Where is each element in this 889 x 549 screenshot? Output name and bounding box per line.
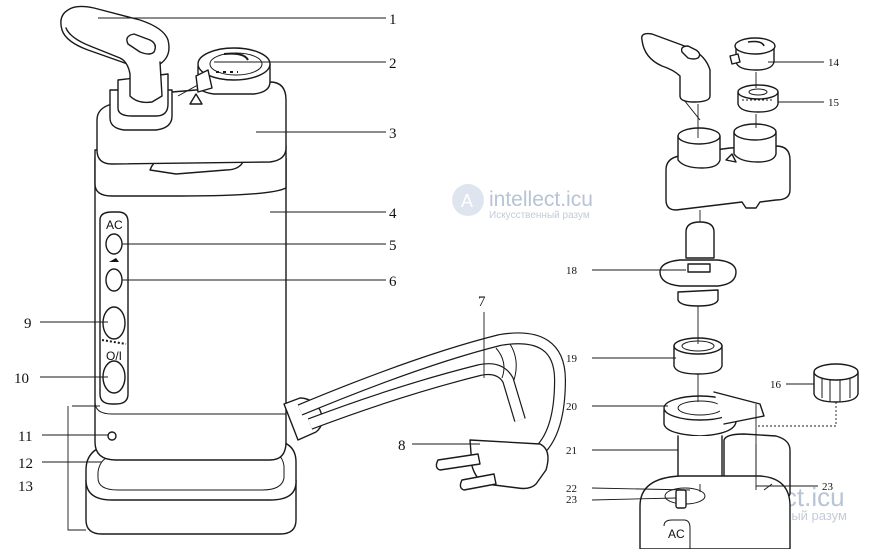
callout-6: 6 <box>389 274 397 290</box>
part-cap-exploded <box>729 37 776 71</box>
part-filter-16 <box>813 363 859 403</box>
svg-text:A: A <box>461 191 473 211</box>
assembly-guides <box>697 72 837 492</box>
large-button[interactable] <box>102 306 126 340</box>
watermark-top: A intellect.icu Искусственный разум <box>452 184 593 221</box>
part-top-housing-exploded <box>665 99 791 211</box>
svg-text:AC: AC <box>668 527 685 541</box>
callout-14: 14 <box>828 57 840 69</box>
callout-5: 5 <box>389 238 397 254</box>
callout-numbers: 1 2 3 4 5 6 7 8 9 10 11 12 13 14 15 16 1… <box>14 12 840 506</box>
callout-11: 11 <box>18 429 32 445</box>
callout-4: 4 <box>389 206 397 222</box>
indicator-light <box>107 431 117 441</box>
callout-2: 2 <box>389 56 397 72</box>
callout-22: 22 <box>566 483 577 495</box>
callout-19: 19 <box>566 353 578 365</box>
svg-text:O/I: O/I <box>106 349 122 363</box>
medicine-cap <box>195 47 271 95</box>
mouthpiece <box>60 5 173 131</box>
ac-button[interactable]: AC <box>105 218 123 255</box>
callout-7: 7 <box>478 294 486 310</box>
power-button[interactable]: O/I <box>101 339 127 394</box>
callout-1: 1 <box>389 12 397 28</box>
power-plug <box>435 439 549 491</box>
svg-text:Искусственный разум: Искусственный разум <box>489 210 590 221</box>
callout-3: 3 <box>389 126 397 142</box>
leader-lines <box>40 17 824 531</box>
part-mouthpiece-exploded <box>641 32 711 103</box>
svg-text:AC: AC <box>106 218 123 232</box>
callout-21: 21 <box>566 445 577 457</box>
callout-9: 9 <box>24 316 32 332</box>
callout-16: 16 <box>770 379 782 391</box>
part-valve-18 <box>659 221 737 307</box>
callout-15: 15 <box>828 97 840 109</box>
device-body <box>94 157 287 461</box>
callout-13: 13 <box>18 479 33 495</box>
callout-23-left: 23 <box>566 494 578 506</box>
callout-12: 12 <box>18 456 33 472</box>
callout-10: 10 <box>14 371 29 387</box>
power-cable <box>283 332 567 455</box>
svg-text:intellect.icu: intellect.icu <box>489 188 593 211</box>
callout-20: 20 <box>566 401 578 413</box>
callout-8: 8 <box>398 438 406 454</box>
part-filter-ring <box>737 84 779 113</box>
callout-18: 18 <box>566 265 578 277</box>
callout-23-right: 23 <box>822 481 834 493</box>
